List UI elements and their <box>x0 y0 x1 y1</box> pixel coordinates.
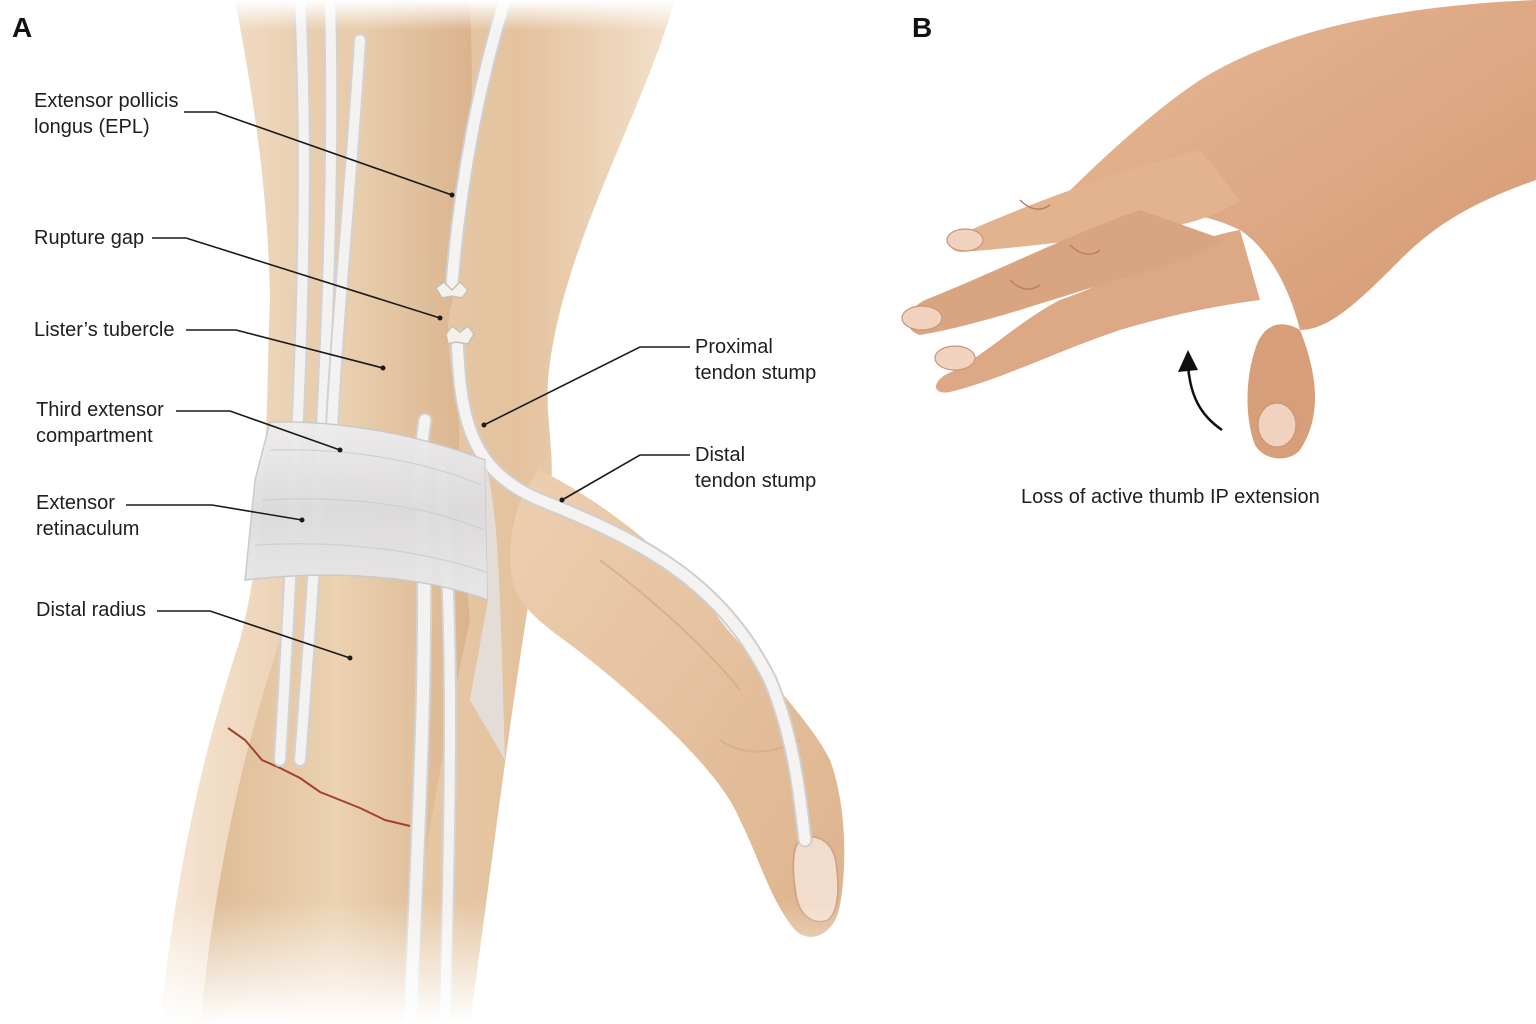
bottom-fade <box>150 900 870 1024</box>
fingernail-ring <box>934 345 976 371</box>
panel-letter-b: B <box>912 12 933 43</box>
leader-distal-radius <box>157 610 351 659</box>
fingernail-index <box>946 228 984 252</box>
label-retinaculum-line2: retinaculum <box>36 518 140 540</box>
leader-proximal-stump <box>483 346 690 426</box>
knuckle-creases <box>1009 199 1101 290</box>
proximal-stump-end <box>435 280 469 299</box>
leader-third-compartment <box>176 410 341 451</box>
fracture-line <box>227 727 411 827</box>
leader-lines <box>126 111 690 659</box>
top-fade <box>220 0 690 30</box>
label-epl: Extensor pollicis longus (EPL) <box>34 88 179 140</box>
label-distal-stump: Distal tendon stump <box>695 442 816 494</box>
panel-letter-a: A <box>12 12 33 43</box>
thumbnail <box>1257 402 1297 448</box>
leader-rupture-gap <box>152 237 441 319</box>
thumb <box>510 470 845 937</box>
fingernail-middle <box>901 305 943 331</box>
curved-arrow-icon <box>1178 350 1223 432</box>
label-third-line2: compartment <box>36 425 153 447</box>
distal-stump-end <box>445 324 475 345</box>
label-retinaculum-line1: Extensor <box>36 492 115 514</box>
label-epl-line1: Extensor pollicis <box>34 90 179 112</box>
rupture-stumps <box>435 280 475 345</box>
leader-distal-stump <box>561 454 690 501</box>
label-third-compartment: Third extensor compartment <box>36 397 164 449</box>
hand-illustration <box>901 0 1536 459</box>
extensor-retinaculum-band <box>244 421 505 760</box>
label-proximal-line1: Proximal <box>695 336 773 358</box>
leader-dots <box>299 192 565 661</box>
label-third-line1: Third extensor <box>36 399 164 421</box>
hand-dorsum <box>1030 0 1536 330</box>
thumb-contour <box>599 559 741 691</box>
panel-b-caption: Loss of active thumb IP extension <box>1021 486 1320 508</box>
label-listers-tubercle: Lister’s tubercle <box>34 319 175 341</box>
lower-fingers <box>908 210 1225 335</box>
label-rupture-gap: Rupture gap <box>34 227 145 249</box>
leader-listers-tubercle <box>186 329 384 369</box>
label-retinaculum: Extensor retinaculum <box>36 490 139 542</box>
label-epl-line2: longus (EPL) <box>34 116 150 138</box>
label-distal-radius: Distal radius <box>36 599 147 621</box>
fingers <box>935 230 1260 393</box>
label-proximal-stump: Proximal tendon stump <box>695 334 816 386</box>
leader-retinaculum <box>126 504 303 521</box>
label-distal-line2: tendon stump <box>695 470 817 492</box>
leader-epl <box>184 111 453 196</box>
label-proximal-line2: tendon stump <box>695 362 817 384</box>
label-distal-line1: Distal <box>695 444 746 466</box>
